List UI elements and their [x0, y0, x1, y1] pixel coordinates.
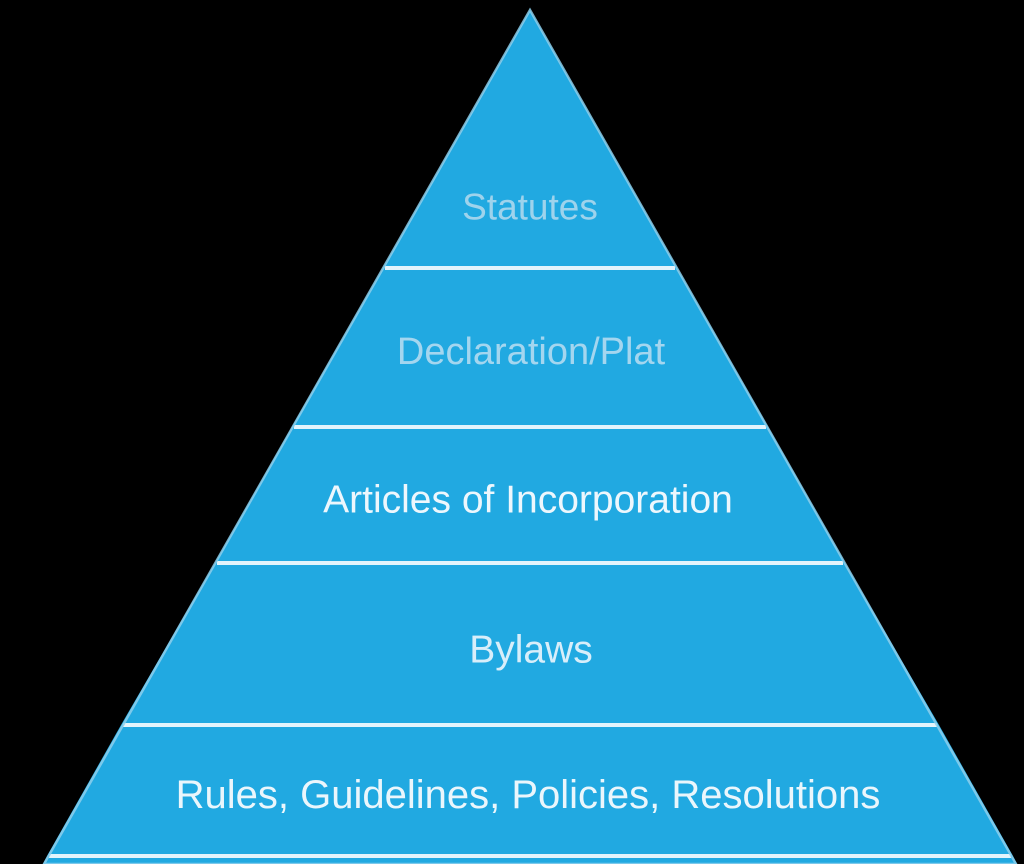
pyramid-level-bylaws [121, 563, 939, 725]
pyramid-level-rules-guidelines-policies-resolutions [47, 725, 1013, 856]
label-bylaws: Bylaws [469, 629, 593, 672]
label-declaration-plat: Declaration/Plat [397, 331, 666, 373]
pyramid-level-declaration-plat [292, 268, 768, 427]
pyramid-outer-edge [42, 7, 1018, 864]
label-rules-guidelines-policies-resolutions: Rules, Guidelines, Policies, Resolutions [176, 773, 881, 817]
label-articles-of-incorporation: Articles of Incorporation [323, 479, 733, 522]
pyramid-level-articles-of-incorporation [215, 427, 845, 563]
label-statutes: Statutes [462, 187, 598, 228]
pyramid-level-statutes [383, 10, 677, 268]
